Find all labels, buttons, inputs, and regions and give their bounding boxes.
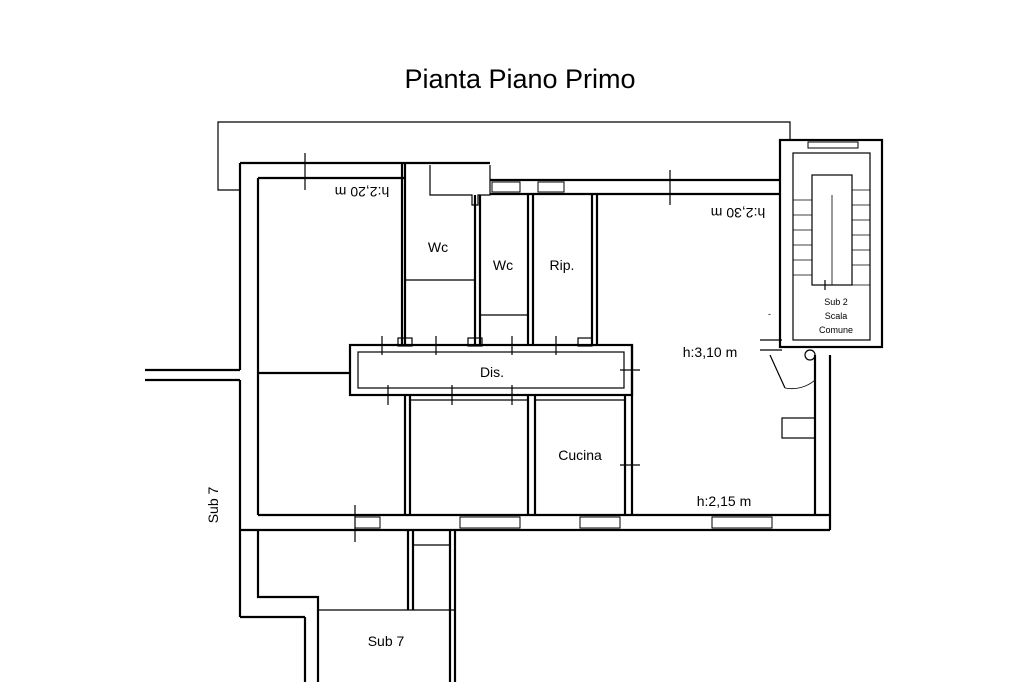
stair-label-line1: Sub 2 — [824, 297, 848, 307]
svg-text:-: - — [768, 309, 771, 319]
room-label-dis: Dis. — [480, 364, 504, 380]
plan-title: Pianta Piano Primo — [404, 64, 635, 94]
outer-walls — [145, 161, 832, 617]
stair-label-line2: Scala — [825, 311, 848, 321]
height-label-living-top: h:2,30 m — [711, 205, 765, 221]
room-label-wc2: Wc — [493, 257, 513, 273]
entry-door: - — [760, 309, 816, 439]
windows — [354, 181, 773, 529]
room-label-cucina: Cucina — [558, 447, 602, 463]
room-label-wc1: Wc — [428, 239, 448, 255]
room-label-sub7-bottom: Sub 7 — [368, 633, 405, 649]
top-terrace — [217, 121, 791, 191]
room-label-rip: Rip. — [550, 257, 575, 273]
stairwell: Sub 2 Scala Comune — [778, 138, 884, 349]
room-label-sub7-left: Sub 7 — [205, 486, 221, 523]
height-label-left-room: h:2,20 m — [335, 184, 389, 200]
door-marks — [304, 153, 671, 542]
height-label-living-mid: h:3,10 m — [683, 344, 737, 360]
stair-label-line3: Comune — [819, 325, 853, 335]
height-label-living-bottom: h:2,15 m — [697, 493, 751, 509]
lower-annex — [240, 530, 457, 682]
